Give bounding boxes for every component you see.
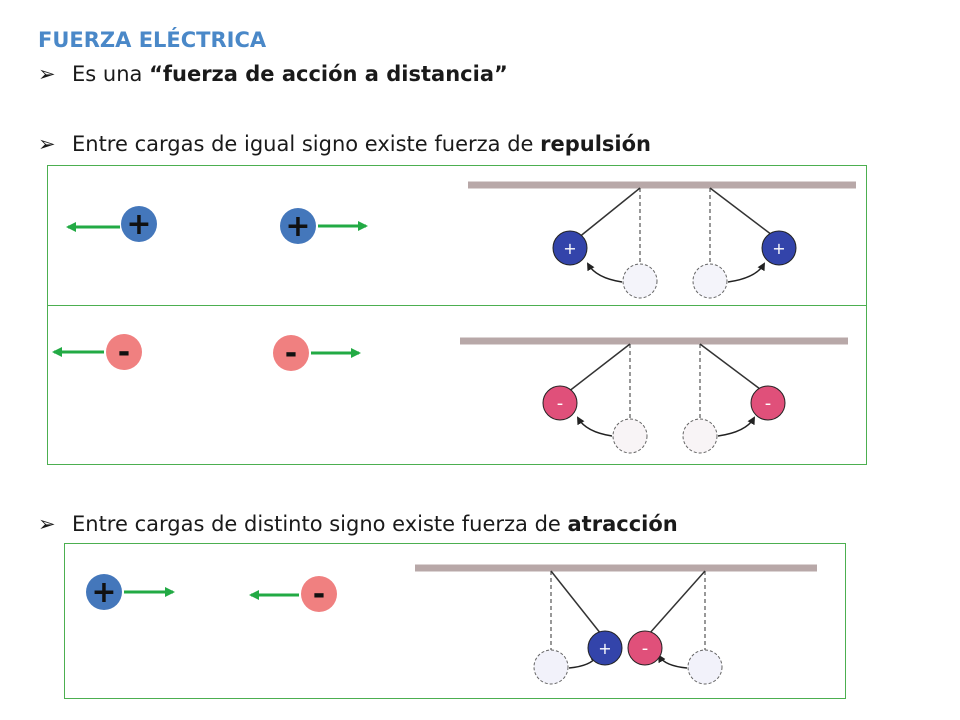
negative-sign: - — [313, 577, 325, 612]
bullet-text: Entre cargas de igual signo existe fuerz… — [72, 132, 541, 156]
positive-sign: + — [563, 239, 576, 258]
negative-sign: - — [557, 393, 564, 414]
bullet-arrow-icon: ➢ — [38, 62, 56, 86]
swing-arrow — [587, 262, 623, 283]
positive-sign: + — [598, 639, 611, 658]
positive-charge — [86, 574, 122, 610]
positive-pendulum-ball — [761, 230, 797, 266]
positive-sign: + — [126, 207, 151, 242]
rest-position-ball — [687, 649, 723, 685]
negative-pendulum-ball — [627, 630, 663, 666]
rest-position-ball — [622, 263, 658, 299]
pendulum-string — [709, 187, 777, 239]
rest-position-ball — [612, 418, 648, 454]
positive-charge — [280, 208, 316, 244]
bullet-arrow-icon: ➢ — [38, 512, 56, 536]
bullet-action-at-distance: ➢ Es una “fuerza de acción a distancia” — [38, 62, 508, 86]
negative-sign: - — [642, 638, 649, 659]
repulsion-illustration: + + + + - - - — [52, 181, 856, 454]
bullet-attraction: ➢ Entre cargas de distinto signo existe f… — [38, 512, 678, 536]
positive-pendulum-ball — [552, 230, 588, 266]
repulsion-frame: + + + + - - - — [47, 165, 867, 465]
rest-position-ball — [682, 418, 718, 454]
pendulum-string — [550, 570, 602, 635]
bullet-emphasis: atracción — [567, 512, 678, 536]
bullet-text: Es una — [72, 62, 150, 86]
swing-arrow — [717, 416, 755, 437]
positive-sign: + — [772, 239, 785, 258]
frame-divider — [48, 305, 866, 306]
positive-sign: + — [285, 209, 310, 244]
positive-sign: + — [91, 575, 116, 610]
bullet-emphasis: “fuerza de acción a distancia” — [149, 62, 508, 86]
swing-arrow — [727, 262, 765, 283]
negative-pendulum-ball — [542, 385, 578, 421]
pendulum-string — [648, 570, 706, 635]
bullet-emphasis: repulsión — [540, 132, 651, 156]
negative-sign: - — [118, 335, 130, 370]
positive-charge — [121, 206, 157, 242]
slide-title: FUERZA ELÉCTRICA — [38, 28, 267, 52]
rest-position-ball — [533, 649, 569, 685]
negative-charge — [273, 335, 309, 371]
pendulum-string — [699, 343, 765, 393]
negative-pendulum-ball — [750, 385, 786, 421]
bullet-repulsion: ➢ Entre cargas de igual signo existe fuer… — [38, 132, 651, 156]
attraction-illustration: + - + - — [86, 564, 817, 685]
positive-pendulum-ball — [587, 630, 623, 666]
attraction-frame: + - + - — [64, 543, 846, 699]
negative-sign: - — [285, 336, 297, 371]
rest-position-ball — [692, 263, 728, 299]
negative-charge — [106, 334, 142, 370]
swing-arrow — [657, 654, 688, 669]
swing-arrow — [577, 416, 613, 437]
bullet-text: Entre cargas de distinto signo existe fu… — [72, 512, 568, 536]
bullet-arrow-icon: ➢ — [38, 132, 56, 156]
negative-sign: - — [765, 393, 772, 414]
negative-charge — [301, 576, 337, 612]
pendulum-string — [577, 187, 641, 239]
pendulum-string — [567, 343, 631, 393]
